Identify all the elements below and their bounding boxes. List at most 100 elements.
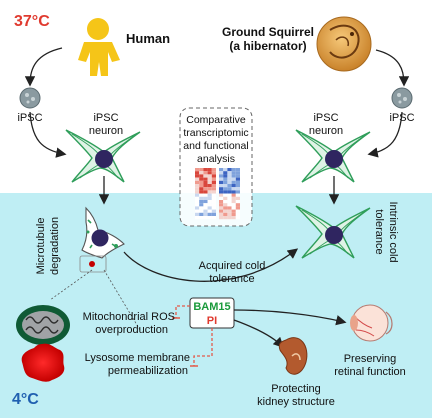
heatmap-cell: [223, 196, 228, 200]
heatmap-cell: [235, 203, 240, 207]
heatmap-cell: [223, 177, 228, 181]
drug-to-kidney-arrow: [233, 319, 284, 348]
lysosome-icon: [21, 343, 65, 382]
heatmap-cell: [211, 187, 216, 191]
eye-icon: [350, 304, 393, 342]
heatmap-cell: [203, 190, 208, 194]
heatmap-cell: [207, 203, 212, 207]
heatmap-cell: [199, 206, 204, 210]
heatmap-cell: [227, 212, 232, 216]
analysis-label-3: and functional: [183, 140, 248, 152]
heatmap-cell: [223, 216, 228, 220]
heatmap-cell: [231, 196, 236, 200]
heatmap-cell: [203, 216, 208, 220]
heatmap-cell: [223, 209, 228, 213]
heatmap-cell: [195, 216, 200, 220]
heatmap-cell: [227, 196, 232, 200]
heatmap-cell: [219, 196, 224, 200]
squirrel-label-1: Ground Squirrel: [222, 25, 314, 39]
heatmap-cell: [207, 171, 212, 175]
heatmap-cell: [211, 184, 216, 188]
heatmap-cell: [199, 171, 204, 175]
lyso-label-2: permeabilization: [108, 365, 188, 377]
heatmap-cell: [223, 212, 228, 216]
heatmap-cell: [195, 196, 200, 200]
heatmap-cell: [219, 212, 224, 216]
heatmap-cell: [219, 168, 224, 172]
human-label: Human: [126, 31, 170, 46]
heatmap-cell: [195, 193, 200, 197]
heatmap-cell: [227, 177, 232, 181]
acquired-label-1: Acquired cold: [199, 260, 266, 272]
right-neuron-label-2: neuron: [309, 125, 343, 137]
heatmap-cell: [231, 187, 236, 191]
heatmap-cell: [203, 177, 208, 181]
heatmap-cell: [199, 177, 204, 181]
heatmap-cell: [195, 187, 200, 191]
heatmap-cell: [195, 212, 200, 216]
heatmap-cell: [207, 184, 212, 188]
heatmap-cell: [223, 200, 228, 204]
heatmap-cell: [235, 193, 240, 197]
heatmap-cell: [227, 203, 232, 207]
heatmap-cell: [211, 200, 216, 204]
bam15-inhibition-line: [175, 305, 190, 318]
heatmap-cell: [207, 190, 212, 194]
heatmap-cell: [227, 193, 232, 197]
heatmap-cell: [211, 206, 216, 210]
heatmap-cell: [235, 177, 240, 181]
mito-label-2: overproduction: [95, 324, 168, 336]
right-neuron-label-1: iPSC: [313, 112, 338, 124]
heatmap-cell: [231, 190, 236, 194]
heatmap-cell: [203, 180, 208, 184]
heatmap-cell: [227, 187, 232, 191]
heatmap-cell: [231, 212, 236, 216]
left-ipsc-to-neuron-arrow: [29, 111, 67, 158]
heatmap-cell: [211, 180, 216, 184]
acquired-tolerance-arrow: [123, 248, 299, 282]
heatmap-cell: [231, 193, 236, 197]
heatmap-cell: [227, 171, 232, 175]
heatmap-cell: [203, 168, 208, 172]
acquired-label-2: tolerance: [209, 273, 254, 285]
left-neuron-label-2: neuron: [89, 125, 123, 137]
kidney-icon: [278, 337, 308, 375]
heatmap-cell: [203, 184, 208, 188]
squirrel-icon: [316, 16, 372, 72]
heatmap-cell: [235, 184, 240, 188]
heatmap-cell: [227, 200, 232, 204]
microtubule-label-2: degradation: [49, 217, 61, 275]
heatmap-cell: [211, 203, 216, 207]
heatmap-cell: [211, 209, 216, 213]
heatmap-cell: [203, 200, 208, 204]
heatmap-cell: [207, 216, 212, 220]
heatmap-cell: [231, 200, 236, 204]
heatmap-cell: [207, 177, 212, 181]
heatmap-cell: [203, 209, 208, 213]
heatmap-cell: [227, 168, 232, 172]
heatmap-cell: [199, 216, 204, 220]
heatmap-cell: [223, 190, 228, 194]
heatmap-cell: [203, 187, 208, 191]
heatmap-cell: [219, 171, 224, 175]
mito-label-1: Mitochondrial ROS: [83, 311, 175, 323]
heatmap-cell: [195, 184, 200, 188]
heatmap-cell: [235, 168, 240, 172]
heatmap-cell: [223, 193, 228, 197]
analysis-label-1: Comparative: [186, 114, 246, 126]
analysis-label-2: transcriptomic: [183, 127, 248, 139]
heatmap-cell: [199, 193, 204, 197]
heatmap-cell: [231, 177, 236, 181]
heatmap-cell: [227, 206, 232, 210]
heatmap-cell: [195, 203, 200, 207]
heatmap-cell: [227, 184, 232, 188]
heatmap-cell: [211, 212, 216, 216]
heatmap-cell: [231, 216, 236, 220]
zoom-line-1: [49, 269, 93, 301]
heatmap-cell: [235, 206, 240, 210]
heatmap-cell: [219, 203, 224, 207]
kidney-label-1: Protecting: [271, 383, 321, 395]
mitochondrion-icon: [16, 305, 70, 345]
heatmap-cell: [199, 184, 204, 188]
